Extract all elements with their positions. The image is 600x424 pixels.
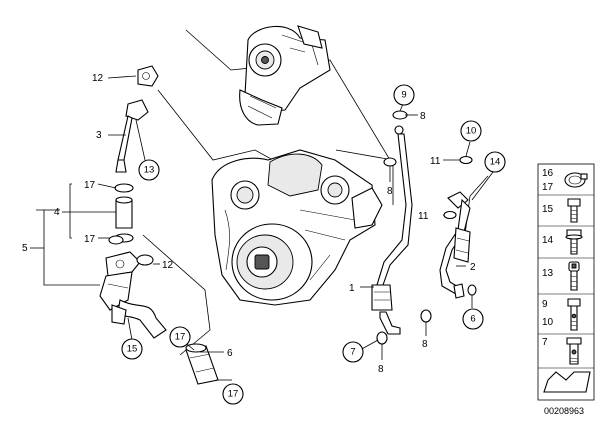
label-12-top: 12 (92, 73, 104, 84)
hollow-bolt-icon (566, 337, 582, 365)
circled-callouts: 13 15 17 17 9 10 14 7 (121, 84, 506, 405)
legend-num-9: 9 (542, 299, 548, 310)
gasket-12b (136, 254, 154, 266)
svg-text:17: 17 (175, 332, 186, 343)
label-5: 5 (22, 243, 28, 254)
main-turbocharger (211, 149, 383, 306)
leader-lines (30, 75, 494, 381)
washer-9 (392, 110, 408, 120)
washer-8b (420, 309, 432, 323)
label-12-bottom: 12 (162, 260, 174, 271)
banjo-bolt-icon (567, 298, 581, 331)
legend-num-7: 7 (542, 337, 548, 348)
callout-15: 15 (121, 338, 143, 360)
callout-10: 10 (460, 120, 482, 142)
washer-6 (467, 284, 477, 296)
legend-frame (537, 163, 595, 401)
bolt-icon (567, 198, 581, 223)
label-11-top: 11 (430, 156, 441, 167)
svg-text:10: 10 (466, 126, 477, 137)
hose-16 (185, 343, 219, 385)
label-3: 3 (96, 130, 102, 141)
wedge-arrow-icon (543, 371, 591, 393)
oil-line-1 (371, 125, 413, 335)
washers (108, 110, 477, 345)
reference-number: 00208963 (544, 406, 584, 416)
legend-num-14: 14 (542, 235, 554, 246)
label-8-lower: 8 (422, 339, 428, 350)
oil-return-pipe-5 (99, 251, 167, 339)
label-17-bottom: 17 (84, 234, 96, 245)
oil-line-2 (439, 191, 471, 299)
callout-7: 7 (342, 341, 364, 363)
legend-num-13: 13 (542, 268, 554, 279)
ring-17b (108, 235, 124, 245)
callout-14: 14 (484, 151, 506, 173)
washer-8a (383, 157, 397, 167)
callout-6: 6 (462, 308, 484, 330)
callout-9: 9 (393, 84, 415, 106)
lower-left-boundary (142, 234, 211, 356)
flange-bolt-icon (565, 229, 583, 255)
hose-clamp-icon (564, 172, 588, 188)
label-2: 2 (470, 262, 476, 273)
svg-text:9: 9 (401, 90, 406, 101)
sleeve-4 (114, 183, 134, 243)
label-6-hose: 6 (227, 348, 233, 359)
oil-pipe-3 (115, 65, 159, 173)
svg-text:7: 7 (350, 347, 355, 358)
legend-num-15: 15 (542, 204, 554, 215)
washer-8c (376, 331, 388, 345)
label-1: 1 (349, 283, 355, 294)
legend-num-10: 10 (542, 317, 554, 328)
washer-10 (459, 155, 473, 165)
callout-17-upper: 17 (169, 326, 191, 348)
socket-bolt-icon (568, 261, 580, 291)
label-11-mid: 11 (418, 211, 429, 222)
svg-text:13: 13 (144, 165, 155, 176)
legend-num-16: 16 (542, 168, 554, 179)
callout-13: 13 (138, 159, 160, 181)
svg-text:6: 6 (470, 314, 475, 325)
label-17-top: 17 (84, 180, 96, 191)
upper-turbocharger (239, 25, 331, 126)
right-pipe-boundary (464, 175, 489, 236)
svg-text:14: 14 (490, 157, 501, 168)
washer-11 (443, 210, 457, 220)
label-8-left: 8 (387, 186, 393, 197)
svg-text:15: 15 (127, 344, 138, 355)
fastener-legend: 16 17 15 14 13 9 (537, 163, 595, 401)
label-8-bottom: 8 (378, 364, 384, 375)
part-labels: 12 3 17 4 17 5 12 6 8 8 11 11 2 1 8 8 (22, 73, 476, 375)
callout-17-lower: 17 (222, 383, 244, 405)
legend-num-17: 17 (542, 182, 554, 193)
label-4: 4 (54, 207, 60, 218)
label-8-top: 8 (420, 111, 426, 122)
svg-text:17: 17 (228, 389, 239, 400)
